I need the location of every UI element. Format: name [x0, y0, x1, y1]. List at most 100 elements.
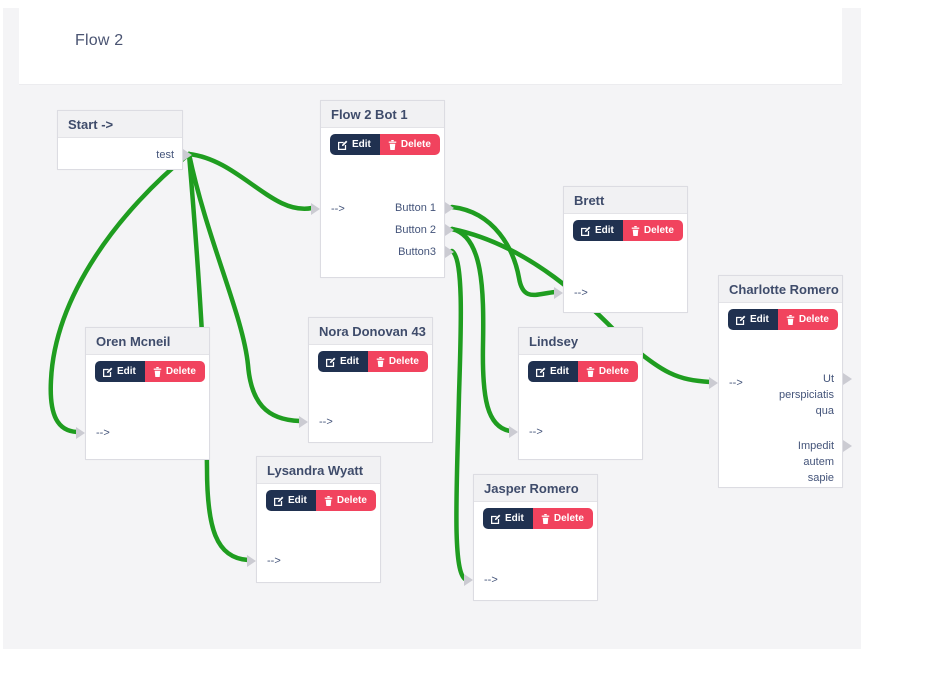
- input-port[interactable]: [509, 426, 518, 438]
- node-title: Nora Donovan 43: [309, 318, 432, 345]
- input-port[interactable]: [76, 427, 85, 439]
- edit-button-label: Edit: [550, 366, 569, 377]
- connection-flow-2-bot-1:button-1-to-brett:in[interactable]: [449, 204, 558, 298]
- node-actions: Edit Delete: [573, 220, 687, 241]
- output-label-line: Ut: [823, 373, 834, 385]
- output-port[interactable]: [445, 224, 454, 236]
- delete-button[interactable]: Delete: [315, 490, 376, 511]
- node-actions: Edit Delete: [528, 361, 642, 382]
- node-flow-2-bot-1[interactable]: Flow 2 Bot 1 Edit Delete --> Button 1 Button …: [311, 100, 454, 278]
- node-nora-donovan-43[interactable]: Nora Donovan 43 Edit Delete -->: [299, 317, 433, 443]
- output-label: Button3: [398, 244, 436, 260]
- trash-icon: [376, 356, 385, 367]
- input-port[interactable]: [464, 574, 473, 586]
- edit-button-label: Edit: [117, 366, 136, 377]
- input-label: -->: [729, 377, 743, 389]
- input-label: -->: [319, 416, 333, 428]
- node-actions: Edit Delete: [728, 309, 842, 330]
- edit-icon: [736, 315, 746, 325]
- edit-icon: [274, 496, 284, 506]
- input-port[interactable]: [311, 203, 320, 215]
- delete-button-label: Delete: [798, 314, 829, 325]
- input-port[interactable]: [554, 287, 563, 299]
- delete-button[interactable]: Delete: [367, 351, 428, 372]
- edit-button-label: Edit: [505, 513, 524, 524]
- trash-icon: [324, 495, 333, 506]
- node-title: Charlotte Romero: [719, 276, 842, 303]
- node-actions: Edit Delete: [318, 351, 432, 372]
- edit-icon: [536, 367, 546, 377]
- connection-flow-2-bot-1:button-2-to-lindsey:in[interactable]: [449, 226, 513, 434]
- output-label-line: sapie: [807, 472, 834, 484]
- output-label-line: perspiciatis: [778, 389, 834, 401]
- flow-title-panel: Flow 2: [19, 2, 842, 85]
- delete-button[interactable]: Delete: [577, 361, 638, 382]
- input-label: -->: [96, 427, 110, 439]
- delete-button-label: Delete: [598, 366, 629, 377]
- node-actions: Edit Delete: [330, 134, 444, 155]
- input-port[interactable]: [709, 377, 718, 389]
- page-title: Flow 2: [75, 32, 124, 49]
- edit-button[interactable]: Edit: [728, 309, 778, 330]
- output-port[interactable]: [445, 246, 454, 258]
- connection-start:test-to-flow-2-bot-1:in[interactable]: [186, 151, 315, 212]
- node-actions: Edit Delete: [266, 490, 380, 511]
- output-label-line: qua: [815, 405, 834, 417]
- node-actions: Edit Delete: [95, 361, 209, 382]
- delete-button[interactable]: Delete: [622, 220, 683, 241]
- node-title: Flow 2 Bot 1: [321, 101, 444, 128]
- edit-button[interactable]: Edit: [318, 351, 368, 372]
- output-port[interactable]: [445, 202, 454, 214]
- edit-button[interactable]: Edit: [483, 508, 533, 529]
- edit-button[interactable]: Edit: [266, 490, 316, 511]
- output-label-line: Impedit: [797, 440, 834, 452]
- output-label: Button 2: [395, 222, 436, 238]
- node-title: Oren Mcneil: [86, 328, 209, 355]
- delete-button[interactable]: Delete: [144, 361, 205, 382]
- edit-button[interactable]: Edit: [573, 220, 623, 241]
- connection-flow-2-bot-1:button-3-to-jasper-romero:in[interactable]: [449, 248, 468, 582]
- node-title: Lysandra Wyatt: [257, 457, 380, 484]
- trash-icon: [388, 139, 397, 150]
- input-port[interactable]: [299, 416, 308, 428]
- input-label: -->: [574, 287, 588, 299]
- edit-button[interactable]: Edit: [528, 361, 578, 382]
- output-label-line: autem: [803, 456, 834, 468]
- edit-icon: [103, 367, 113, 377]
- output-port[interactable]: [843, 440, 852, 452]
- input-label: -->: [267, 555, 281, 567]
- node-title: Lindsey: [519, 328, 642, 355]
- edit-button-label: Edit: [288, 495, 307, 506]
- connection-start:test-to-oren-mcneil:in[interactable]: [48, 151, 192, 435]
- delete-button[interactable]: Delete: [777, 309, 838, 330]
- input-label: -->: [529, 426, 543, 438]
- output-label: test: [156, 147, 174, 163]
- connection-start:test-to-nora-donovan-43:in[interactable]: [186, 151, 303, 424]
- node-start[interactable]: Start ->test: [57, 110, 192, 170]
- edit-button[interactable]: Edit: [95, 361, 145, 382]
- output-port[interactable]: [183, 149, 192, 161]
- delete-button-label: Delete: [388, 356, 419, 367]
- output-port[interactable]: [843, 373, 852, 385]
- node-title: Jasper Romero: [474, 475, 597, 502]
- trash-icon: [586, 366, 595, 377]
- edit-button-label: Edit: [595, 225, 614, 236]
- edit-button-label: Edit: [352, 139, 371, 150]
- delete-button-label: Delete: [553, 513, 584, 524]
- trash-icon: [786, 314, 795, 325]
- input-port[interactable]: [247, 555, 256, 567]
- input-label: -->: [331, 203, 345, 215]
- delete-button[interactable]: Delete: [379, 134, 440, 155]
- output-label: Button 1: [395, 200, 436, 216]
- delete-button[interactable]: Delete: [532, 508, 593, 529]
- edit-button[interactable]: Edit: [330, 134, 380, 155]
- delete-button-label: Delete: [165, 366, 196, 377]
- output-label: Impedit autem sapie: [798, 438, 834, 486]
